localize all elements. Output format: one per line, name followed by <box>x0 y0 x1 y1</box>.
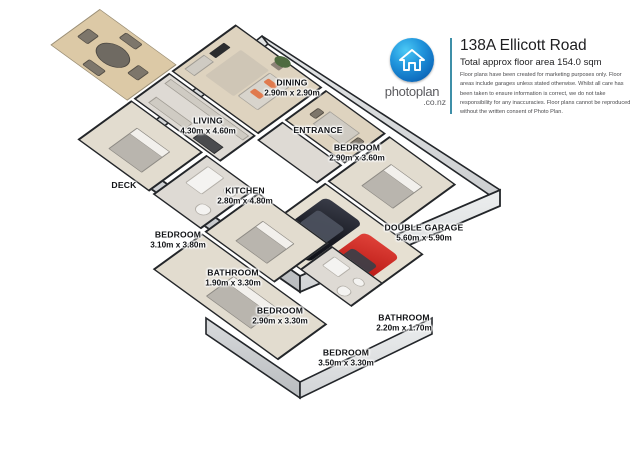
toilet <box>333 283 354 299</box>
bed <box>235 220 295 264</box>
outdoor-chair <box>126 64 150 81</box>
bed <box>108 127 171 173</box>
room-label-bathroom-1: BATHROOM 1.90m x 3.30m <box>205 267 261 288</box>
toilet <box>191 201 214 218</box>
room-label-entrance: ENTRANCE <box>293 124 343 135</box>
room-label-bedroom-1: BEDROOM 2.90m x 3.60m <box>329 142 385 163</box>
shower <box>321 256 352 278</box>
room-label-bedroom-3: BEDROOM 2.90m x 3.30m <box>252 305 308 326</box>
room-label-living: LIVING 4.30m x 4.60m <box>180 115 236 136</box>
outdoor-chair <box>76 28 100 45</box>
logo-domain: .co.nz <box>423 97 446 107</box>
house-in-circle-logo-icon <box>390 38 434 82</box>
room-label-garage: DOUBLE GARAGE 5.60m x 5.90m <box>384 222 464 243</box>
room-label-dining: DINING 2.90m x 2.90m <box>264 77 320 98</box>
photoplan-logo: photoplan .co.nz <box>376 36 448 107</box>
room-label-bedroom-4: BEDROOM 3.50m x 3.30m <box>318 347 374 368</box>
logo-wordmark: photoplan <box>384 84 440 99</box>
room-label-bathroom-2: BATHROOM 2.20m x 1.70m <box>376 312 432 333</box>
floor-area-text: Total approx floor area 154.0 sqm <box>460 56 602 68</box>
disclaimer-text: Floor plans have been created for market… <box>460 72 631 116</box>
header-divider <box>450 38 452 114</box>
television <box>209 42 231 59</box>
bed <box>361 164 423 209</box>
room-label-kitchen: KITCHEN 2.80m x 4.80m <box>217 185 273 206</box>
sink <box>350 276 368 289</box>
room-label-bedroom-2: BEDROOM 3.10m x 3.80m <box>150 229 206 250</box>
page-title: 138A Ellicott Road <box>460 37 587 54</box>
property-header: photoplan .co.nz 138A Ellicott Road Tota… <box>376 36 634 116</box>
room-label-deck: DECK <box>111 179 137 190</box>
